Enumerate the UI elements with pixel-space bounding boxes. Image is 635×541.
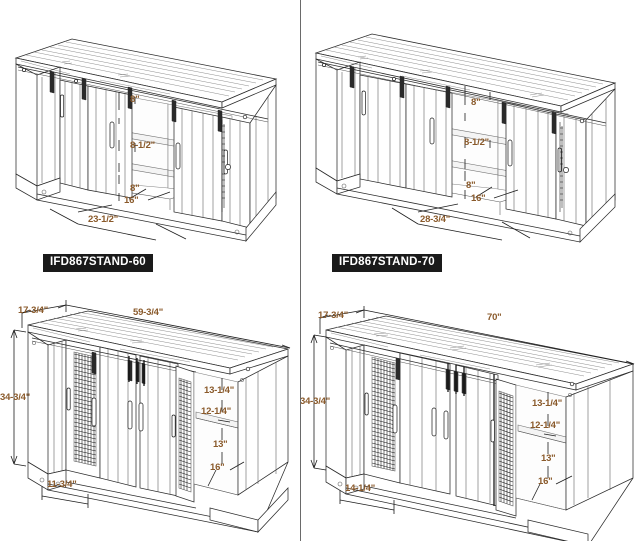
dim-label: 14-1/4"	[345, 483, 375, 494]
cane-mesh-panel	[178, 377, 192, 493]
dim-label: 8"	[466, 180, 475, 191]
model-tag-60: IFD867STAND-60	[43, 254, 153, 273]
barn-door-rail-left	[17, 66, 169, 110]
dimension-lines-bottom-right	[310, 306, 635, 514]
dim-label: 16"	[471, 193, 485, 204]
cabinet-60-closed	[27, 310, 289, 533]
dim-label: 8-1/2"	[130, 140, 155, 151]
barn-door-rail-left	[317, 61, 499, 109]
cane-door-right-open[interactable]	[490, 378, 517, 517]
cabinet-top-slab	[27, 310, 289, 375]
cabinet-left-end	[325, 336, 365, 479]
cane-mesh-panel	[73, 351, 97, 467]
sliding-door-center-right[interactable]	[127, 355, 179, 497]
sliding-door-center-left[interactable]	[392, 352, 451, 495]
barn-door-rail-right	[167, 97, 269, 212]
cabinet-right-end	[585, 88, 616, 234]
cabinet-base	[15, 173, 277, 243]
dim-label: 8-1/2"	[464, 137, 489, 148]
cabinet-top-slab	[14, 38, 278, 109]
dimension-lines-top-right	[391, 86, 531, 241]
column-divider	[300, 0, 301, 541]
cabinet-base	[325, 465, 634, 541]
cabinet-base	[315, 167, 616, 243]
dim-label: 8"	[130, 94, 139, 105]
cabinet-top-slab	[325, 315, 635, 391]
cabinet-70-open	[314, 33, 617, 243]
dim-label: 16"	[538, 476, 552, 487]
dim-label: 13"	[541, 453, 555, 464]
sliding-door-left[interactable]	[359, 74, 453, 198]
dim-label: 16"	[124, 195, 138, 206]
dim-label: 16"	[210, 462, 224, 473]
cabinet-right-interior	[515, 384, 595, 511]
dim-label: 59-3/4"	[133, 307, 163, 318]
dim-label: 12-1/4"	[201, 406, 231, 417]
cabinet-70-closed	[325, 315, 635, 541]
cabinet-base	[27, 461, 289, 533]
cabinet-60-open	[14, 38, 278, 243]
cane-mesh-panel	[371, 356, 396, 472]
dimension-lines-bottom-left	[10, 300, 291, 508]
dim-label: 17-3/4"	[318, 310, 348, 321]
dim-label: 13-1/4"	[532, 398, 562, 409]
dim-label: 70"	[487, 312, 501, 323]
dim-label: 8"	[471, 97, 480, 108]
dim-label: 17-3/4"	[18, 305, 48, 316]
barn-door-rail-right	[497, 99, 607, 212]
dim-label: 13-1/4"	[204, 385, 234, 396]
sliding-door-right[interactable]	[173, 106, 251, 229]
barn-door-rail	[31, 337, 251, 393]
cabinet-right-end	[565, 370, 634, 511]
cabinet-top-slab	[314, 33, 617, 113]
sliding-door-center-left[interactable]	[91, 346, 137, 488]
sliding-door-left[interactable]	[59, 79, 133, 199]
dim-label: 34-3/4"	[300, 396, 330, 407]
dim-label: 8"	[130, 183, 139, 194]
dim-label: 28-3/4"	[420, 214, 450, 225]
barn-door-rail	[329, 342, 575, 403]
dim-label: 23-1/2"	[88, 214, 118, 225]
dimension-lines-top-left	[49, 92, 187, 241]
dim-label: 34-3/4"	[0, 392, 30, 403]
cane-door-right-open[interactable]	[171, 365, 195, 503]
dim-label: 13"	[213, 439, 227, 450]
dim-label: 12-1/4"	[530, 420, 560, 431]
cane-mesh-panel	[498, 390, 514, 507]
dim-label: 11-3/4"	[47, 479, 77, 490]
model-tag-70: IFD867STAND-70	[332, 254, 442, 273]
